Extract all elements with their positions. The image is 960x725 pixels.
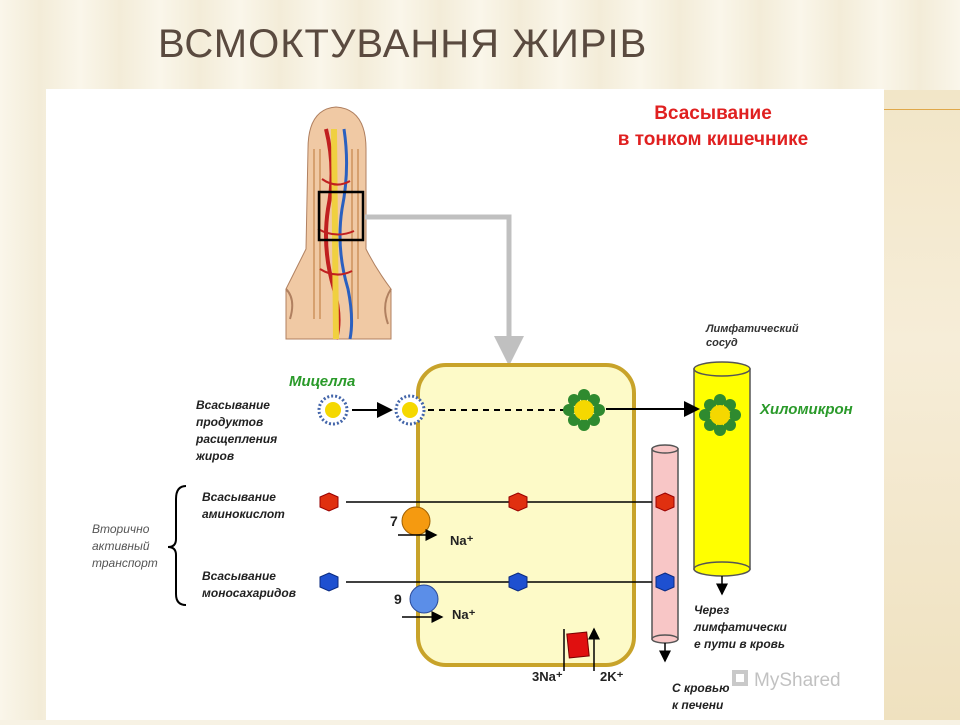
- chylomicron-in-cell: [563, 389, 605, 431]
- watermark: MyShared: [732, 670, 841, 691]
- micelle-label: Мицелла: [289, 373, 355, 390]
- secondary-transport-label-2: активный: [92, 539, 150, 553]
- slide-right-decoration: [884, 90, 960, 720]
- monosaccharide-in-cell: [508, 572, 528, 592]
- carrier-9: [409, 584, 439, 614]
- lymph-vessel-label-2: сосуд: [706, 337, 738, 349]
- fat-absorption-label-4: жиров: [195, 449, 234, 463]
- amino-acid-in-cell: [508, 492, 528, 512]
- lymph-to-blood-label-2: лимфатически: [693, 620, 788, 634]
- zoom-connector-arrow: [365, 214, 524, 366]
- diagram-panel: Всасывание в тонком кишечнике Лимфатичес…: [46, 89, 884, 720]
- monosaccharide-outside: [319, 572, 339, 592]
- amino-acid-outside: [319, 492, 339, 512]
- villus-illustration: [285, 106, 392, 340]
- diagram-heading-line1: Всасывание: [654, 103, 772, 124]
- na-k-pump: [566, 631, 590, 659]
- watermark-text: MyShared: [754, 670, 841, 691]
- secondary-transport-label-3: транспорт: [92, 556, 158, 570]
- zoom-frame: [317, 190, 365, 242]
- slide-title: ВСМОКТУВАННЯ ЖИРІВ: [158, 22, 648, 66]
- amino-absorption-label-2: аминокислот: [202, 507, 285, 521]
- pump-na-label: 3Na⁺: [532, 669, 563, 684]
- pump-k-label: 2K⁺: [600, 669, 624, 684]
- amino-absorption-label-1: Всасывание: [202, 490, 276, 504]
- fat-absorption-label-3: расщепления: [195, 432, 277, 446]
- accent-line: [884, 109, 960, 110]
- lymph-to-blood-label-3: е пути в кровь: [694, 637, 785, 651]
- fat-absorption-label-2: продуктов: [196, 415, 263, 429]
- amino-acid-in-blood: [655, 492, 675, 512]
- absorption-diagram: Всасывание в тонком кишечнике Лимфатичес…: [92, 103, 853, 712]
- fat-absorption-label-1: Всасывание: [196, 398, 270, 412]
- monosaccharide-in-blood: [655, 572, 675, 592]
- lymph-to-blood-label-1: Через: [694, 603, 729, 617]
- carrier-7: [401, 506, 431, 536]
- na-label-1: Na⁺: [450, 533, 474, 548]
- chylomicron-in-lymph: [699, 394, 741, 436]
- diagram-heading-line2: в тонком кишечнике: [618, 129, 808, 150]
- na-label-2: Na⁺: [452, 607, 476, 622]
- mono-absorption-label-1: Всасывание: [202, 569, 276, 583]
- blood-to-liver-label-2: к печени: [672, 698, 724, 712]
- blood-to-liver-label-1: С кровью: [672, 681, 730, 695]
- lymphatic-vessel: [693, 361, 751, 577]
- secondary-transport-bracket: [167, 485, 187, 606]
- secondary-transport-label-1: Вторично: [92, 522, 150, 536]
- carrier-7-number: 7: [390, 513, 398, 529]
- micelle-outside: [317, 394, 349, 426]
- mono-absorption-label-2: моносахаридов: [202, 586, 296, 600]
- carrier-9-number: 9: [394, 591, 402, 607]
- blood-vessel: [651, 444, 679, 644]
- chylomicron-label: Хиломикрон: [759, 401, 853, 418]
- lymph-vessel-label-1: Лимфатический: [705, 323, 799, 335]
- micelle-entering: [394, 394, 426, 426]
